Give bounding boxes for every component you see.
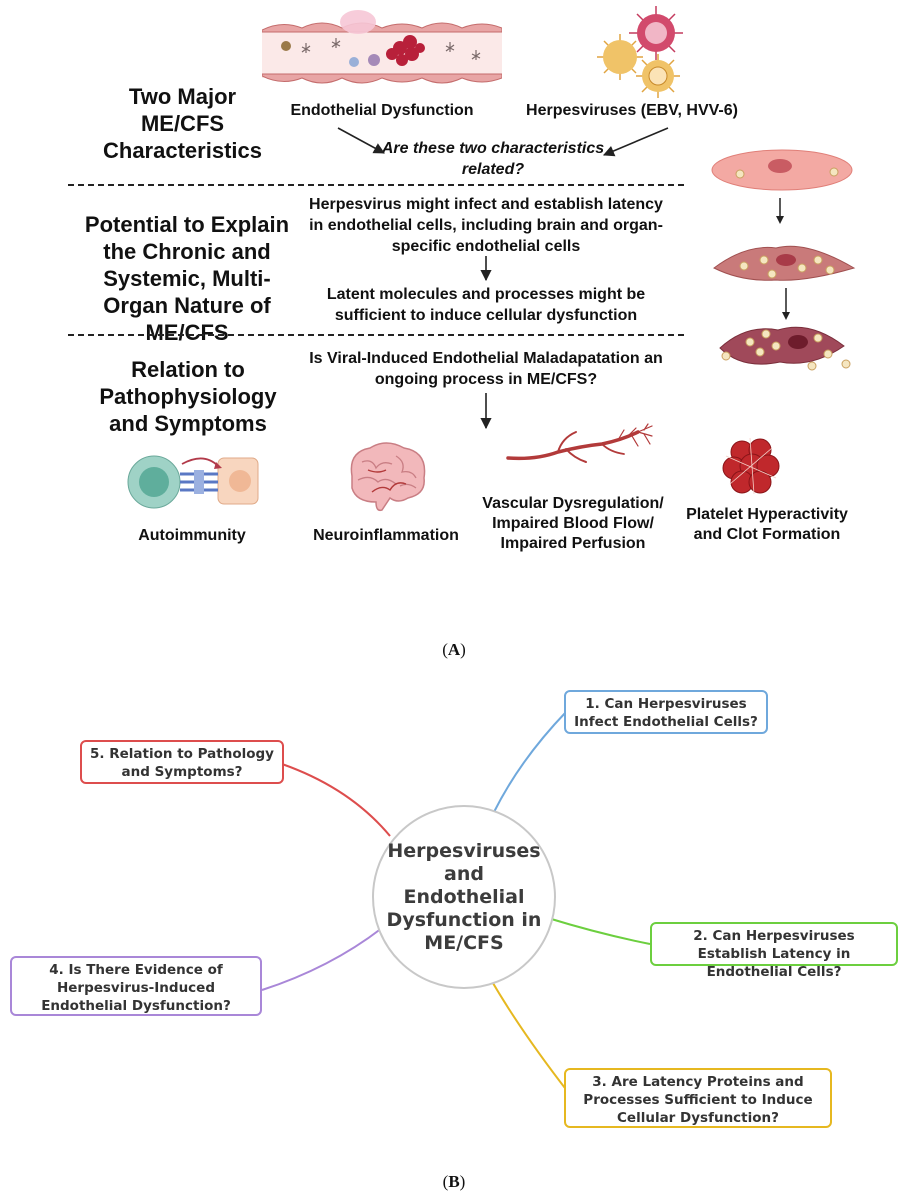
branch-1-box: 1. Can Herpesviruses Infect Endothelial … (564, 690, 768, 734)
endothelial-dysfunction-label: Endothelial Dysfunction (290, 102, 474, 119)
question-related: Are these two characteristics related? (381, 140, 605, 178)
herpesvirus-illustration (597, 6, 683, 98)
branch-5-box: 5. Relation to Pathology and Symptoms? (80, 740, 284, 784)
dysfunctional-endothelial-cell-icon (719, 326, 845, 365)
connector-3 (489, 977, 569, 1093)
branch-4-box: 4. Is There Evidence of Herpesvirus-Indu… (10, 956, 262, 1016)
branch-3-box: 3. Are Latency Proteins and Processes Su… (564, 1068, 832, 1128)
mindmap-center: Herpesviruses and Endothelial Dysfunctio… (372, 805, 556, 989)
herpesvirus-label: Herpesviruses (EBV, HVV-6) (526, 102, 738, 119)
dashed-divider-2 (68, 334, 684, 336)
latent-molecules-text: Latent molecules and processes might be … (326, 286, 646, 324)
endothelial-dysfunction-illustration (262, 10, 502, 84)
panel-a-caption: (A) (442, 640, 466, 659)
viral-question: Is Viral-Induced Endothelial Maladapatat… (309, 350, 663, 388)
row1-heading: Two Major ME/CFS Characteristics (103, 84, 262, 163)
row3-heading: Relation to Pathophysiology and Symptoms (99, 357, 277, 436)
immune-synapse-icon (127, 455, 259, 509)
symptom-vascular-dysregulation: Vascular Dysregulation/ Impaired Blood F… (482, 495, 664, 552)
latency-text: Herpesvirus might infect and establish l… (309, 196, 663, 255)
symptom-autoimmunity: Autoimmunity (138, 527, 246, 544)
connector-4 (261, 927, 383, 991)
connector-1 (493, 711, 567, 813)
blood-clot-icon (722, 437, 780, 495)
symptom-platelet-hyperactivity: Platelet Hyperactivity and Clot Formatio… (686, 506, 848, 543)
row2-heading: Potential to Explain the Chronic and Sys… (84, 212, 290, 345)
panel-b-caption: (B) (442, 1172, 466, 1191)
brain-icon (350, 442, 426, 512)
endothelial-cell-progression (711, 149, 856, 371)
dashed-divider-1 (68, 184, 684, 186)
connector-5 (281, 763, 391, 837)
symptom-neuroinflammation: Neuroinflammation (313, 527, 459, 544)
branch-2-box: 2. Can Herpesviruses Establish Latency i… (650, 922, 898, 980)
blood-vessel-icon (506, 423, 653, 463)
connector-2 (547, 917, 651, 945)
mindmap-center-text: Herpesviruses and Endothelial Dysfunctio… (386, 839, 542, 954)
